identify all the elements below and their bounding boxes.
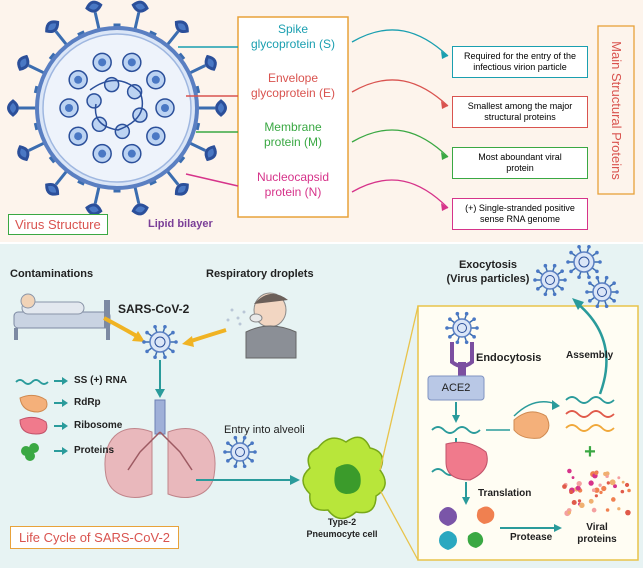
assembly-label: Assembly xyxy=(566,350,614,361)
entry-label: Entry into alveoli xyxy=(224,424,305,436)
lipid-bilayer-label: Lipid bilayer xyxy=(148,218,213,230)
rna-wave-icon xyxy=(15,379,49,385)
life-cycle-label: Life Cycle of SARS-CoV-2 xyxy=(10,526,180,549)
legend-proteins-label: Proteins xyxy=(74,445,115,456)
virus-particle-icon xyxy=(7,0,227,216)
respiratory-label: Respiratory droplets xyxy=(206,268,314,280)
ace2-label: ACE2 xyxy=(441,382,471,394)
contaminations-label: Contaminations xyxy=(10,268,94,280)
rdrp-icon xyxy=(19,394,48,413)
legend-rdrp-label: RdRp xyxy=(74,397,101,408)
legend-ribosome-label: Ribosome xyxy=(74,420,123,431)
svg-text:+: + xyxy=(584,441,596,463)
pneumocyte-cell-icon xyxy=(302,436,386,520)
ribosome-icon xyxy=(19,416,48,435)
endocytosis-label: Endocytosis xyxy=(476,352,542,364)
lungs-icon xyxy=(104,399,216,498)
virus-icon xyxy=(223,435,257,469)
virus-icon xyxy=(142,324,178,360)
main-structural-title-wrap: Main Structural Proteins xyxy=(598,26,634,194)
virus-name-label: SARS-CoV-2 xyxy=(118,302,190,316)
sneezing-person-icon xyxy=(226,292,297,359)
virus-icon xyxy=(445,311,479,345)
translation-label: Translation xyxy=(478,488,532,499)
hospital-bed-icon xyxy=(13,293,111,340)
exocytosis-label: Exocytosis(Virus particles) xyxy=(446,259,530,285)
protein-names-box xyxy=(237,16,349,218)
virus-icon xyxy=(533,244,619,309)
protease-label: Protease xyxy=(510,532,553,543)
virus-structure-label: Virus Structure xyxy=(8,214,108,235)
main-structural-title: Main Structural Proteins xyxy=(608,40,624,180)
legend-rna-label: SS (+) RNA xyxy=(74,375,128,386)
proteins-icon xyxy=(21,443,39,461)
